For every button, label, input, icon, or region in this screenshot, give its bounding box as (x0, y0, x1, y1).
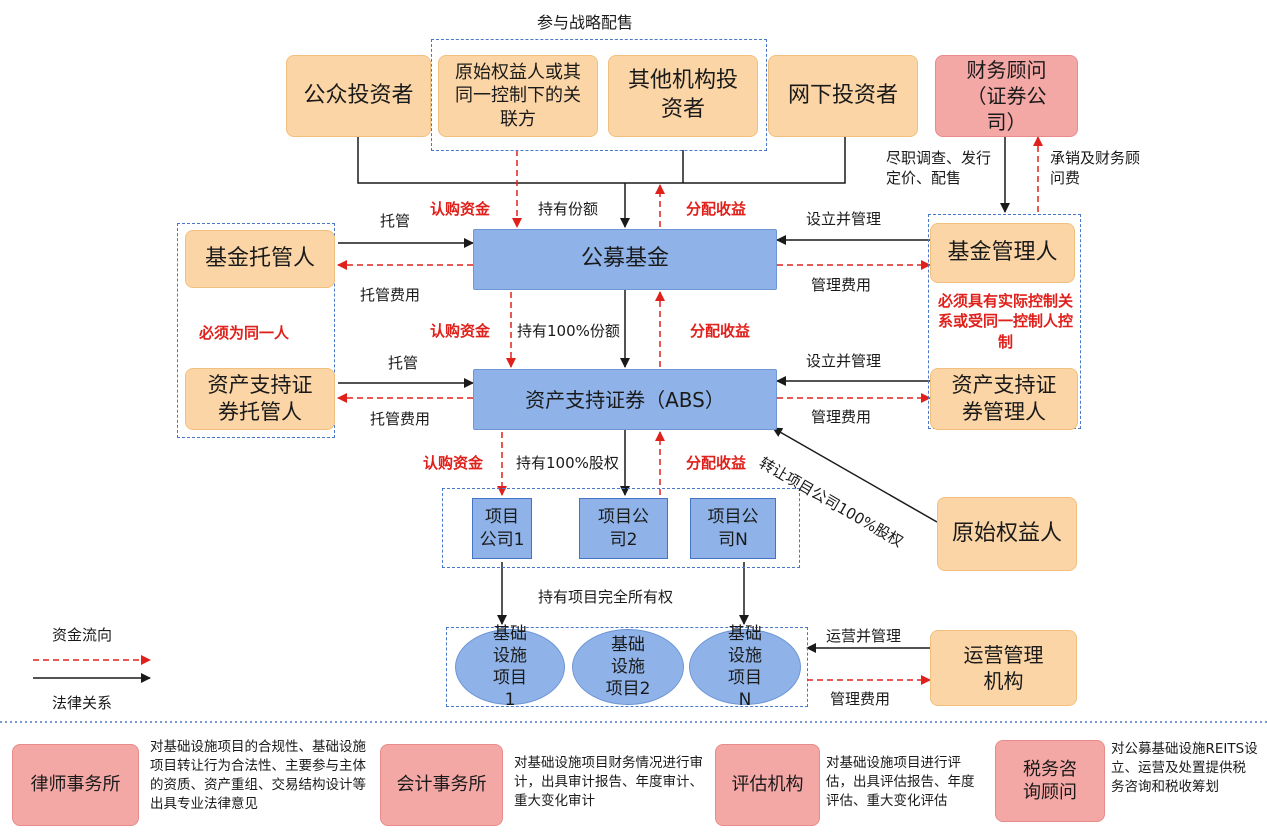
law-firm-desc: 对基础设施项目的合规性、基础设施项目转让行为合法性、主要参与主体的资质、资产重组… (150, 739, 366, 812)
infra-project-n: 基础设施项目N (689, 624, 801, 710)
control-note: 必须具有实际控制关系或受同一控制人控制 (938, 292, 1074, 351)
infra-project-group (446, 627, 808, 707)
strategic-placement-title: 参与战略配售 (537, 13, 634, 32)
legend-legal-relation: 法律关系 (52, 694, 113, 712)
hold-share-label: 持有份额 (538, 200, 599, 218)
setup-manage-label-1: 设立并管理 (806, 210, 882, 228)
custody-label-2: 托管 (388, 354, 419, 372)
infra-project-2: 基础设施项目2 (572, 629, 684, 705)
tax-advisor-desc: 对公募基础设施REITS设立、运营及处置提供税务咨询和税收筹划 (1111, 741, 1258, 795)
custody-label-1: 托管 (380, 212, 411, 230)
project-company-group (442, 488, 800, 568)
accounting-firm-box: 会计事务所 (380, 744, 503, 826)
appraisal-box: 评估机构 (715, 744, 820, 826)
original-owner-box: 原始权益人 (937, 497, 1077, 571)
hold-full-ownership-label: 持有项目完全所有权 (538, 588, 674, 606)
distribute-label-3: 分配收益 (686, 454, 747, 472)
project-company-2: 项目公司2 (579, 498, 668, 559)
financial-advisor-box: 财务顾问（证券公司） (935, 55, 1078, 137)
mgmt-fee-label-3: 管理费用 (830, 690, 891, 708)
hold-100-share-label: 持有100%份额 (517, 322, 620, 340)
law-firm-box: 律师事务所 (12, 744, 139, 826)
original-related-box: 原始权益人或其同一控制下的关联方 (438, 55, 598, 137)
abs-custodian-box: 资产支持证券托管人 (185, 368, 335, 430)
distribute-label-1: 分配收益 (686, 200, 747, 218)
fund-custodian-box: 基金托管人 (185, 230, 335, 288)
project-company-1: 项目公司1 (472, 498, 532, 559)
abs-box: 资产支持证券（ABS） (473, 369, 777, 430)
appraisal-desc: 对基础设施项目进行评估，出具评估报告、年度评估、重大变化评估 (826, 755, 975, 809)
custodian-group (177, 223, 335, 438)
must-same-note: 必须为同一人 (199, 324, 290, 342)
other-institutions-box: 其他机构投资者 (608, 55, 758, 137)
public-investor-box: 公众投资者 (286, 55, 431, 137)
due-diligence-label: 尽职调查、发行定价、配售 (886, 149, 992, 188)
legend-fund-flow: 资金流向 (52, 626, 113, 644)
mgmt-fee-label-2: 管理费用 (811, 408, 872, 426)
tax-advisor-box: 税务咨询顾问 (995, 740, 1105, 822)
public-fund-box: 公募基金 (473, 229, 777, 290)
project-company-n: 项目公司N (690, 498, 776, 559)
strategic-placement-group (431, 39, 767, 151)
subscribe-label-3: 认购资金 (423, 454, 484, 472)
abs-manager-box: 资产支持证券管理人 (930, 368, 1078, 430)
distribute-label-2: 分配收益 (690, 322, 751, 340)
offline-investor-box: 网下投资者 (768, 55, 918, 137)
custody-fee-label-1: 托管费用 (360, 286, 421, 304)
mgmt-fee-label-1: 管理费用 (811, 276, 872, 294)
hold-100-equity-label: 持有100%股权 (516, 454, 619, 472)
subscribe-label-2: 认购资金 (430, 322, 491, 340)
accounting-firm-desc: 对基础设施项目财务情况进行审计，出具审计报告、年度审计、重大变化审计 (514, 755, 703, 809)
operate-manage-label: 运营并管理 (826, 627, 902, 645)
infra-project-1: 基础设施项目1 (455, 624, 565, 710)
subscribe-label-1: 认购资金 (430, 200, 491, 218)
setup-manage-label-2: 设立并管理 (806, 352, 882, 370)
operator-box: 运营管理机构 (930, 630, 1077, 706)
custody-fee-label-2: 托管费用 (370, 410, 431, 428)
underwriting-fee-label: 承销及财务顾问费 (1050, 149, 1141, 188)
fund-manager-box: 基金管理人 (930, 223, 1075, 283)
